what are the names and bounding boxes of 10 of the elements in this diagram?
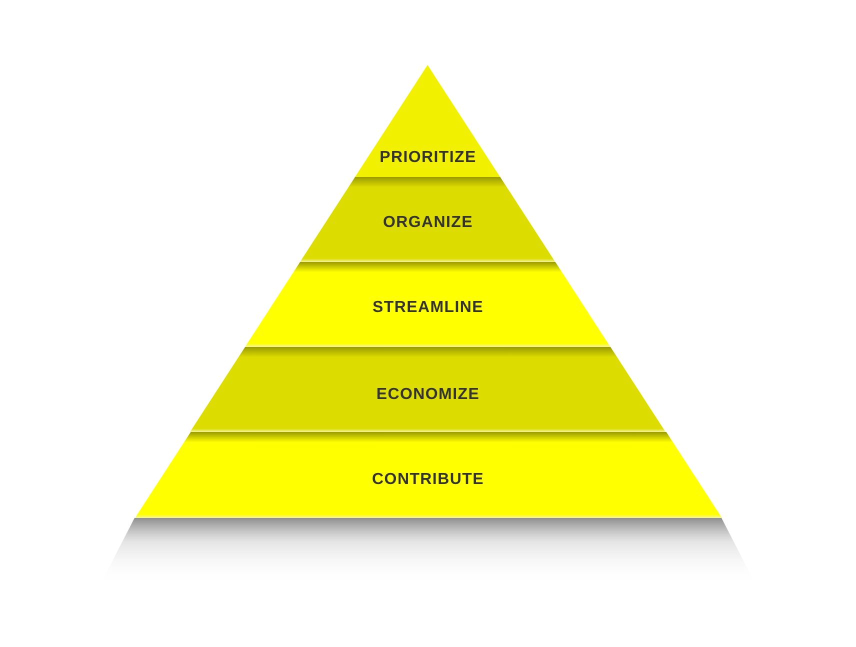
- pyramid-tier: [245, 262, 611, 347]
- tier-label: CONTRIBUTE: [372, 471, 484, 489]
- tier-label: ORGANIZE: [382, 214, 473, 232]
- tier-label: STREAMLINE: [372, 299, 484, 317]
- pyramid-tier: [190, 347, 666, 432]
- pyramid-apex-tier: [355, 65, 501, 177]
- pyramid-tier: [134, 432, 722, 518]
- pyramid-tier: [300, 177, 556, 262]
- tier-label: ECONOMIZE: [376, 386, 480, 404]
- tier-label: PRIORITIZE: [380, 149, 476, 167]
